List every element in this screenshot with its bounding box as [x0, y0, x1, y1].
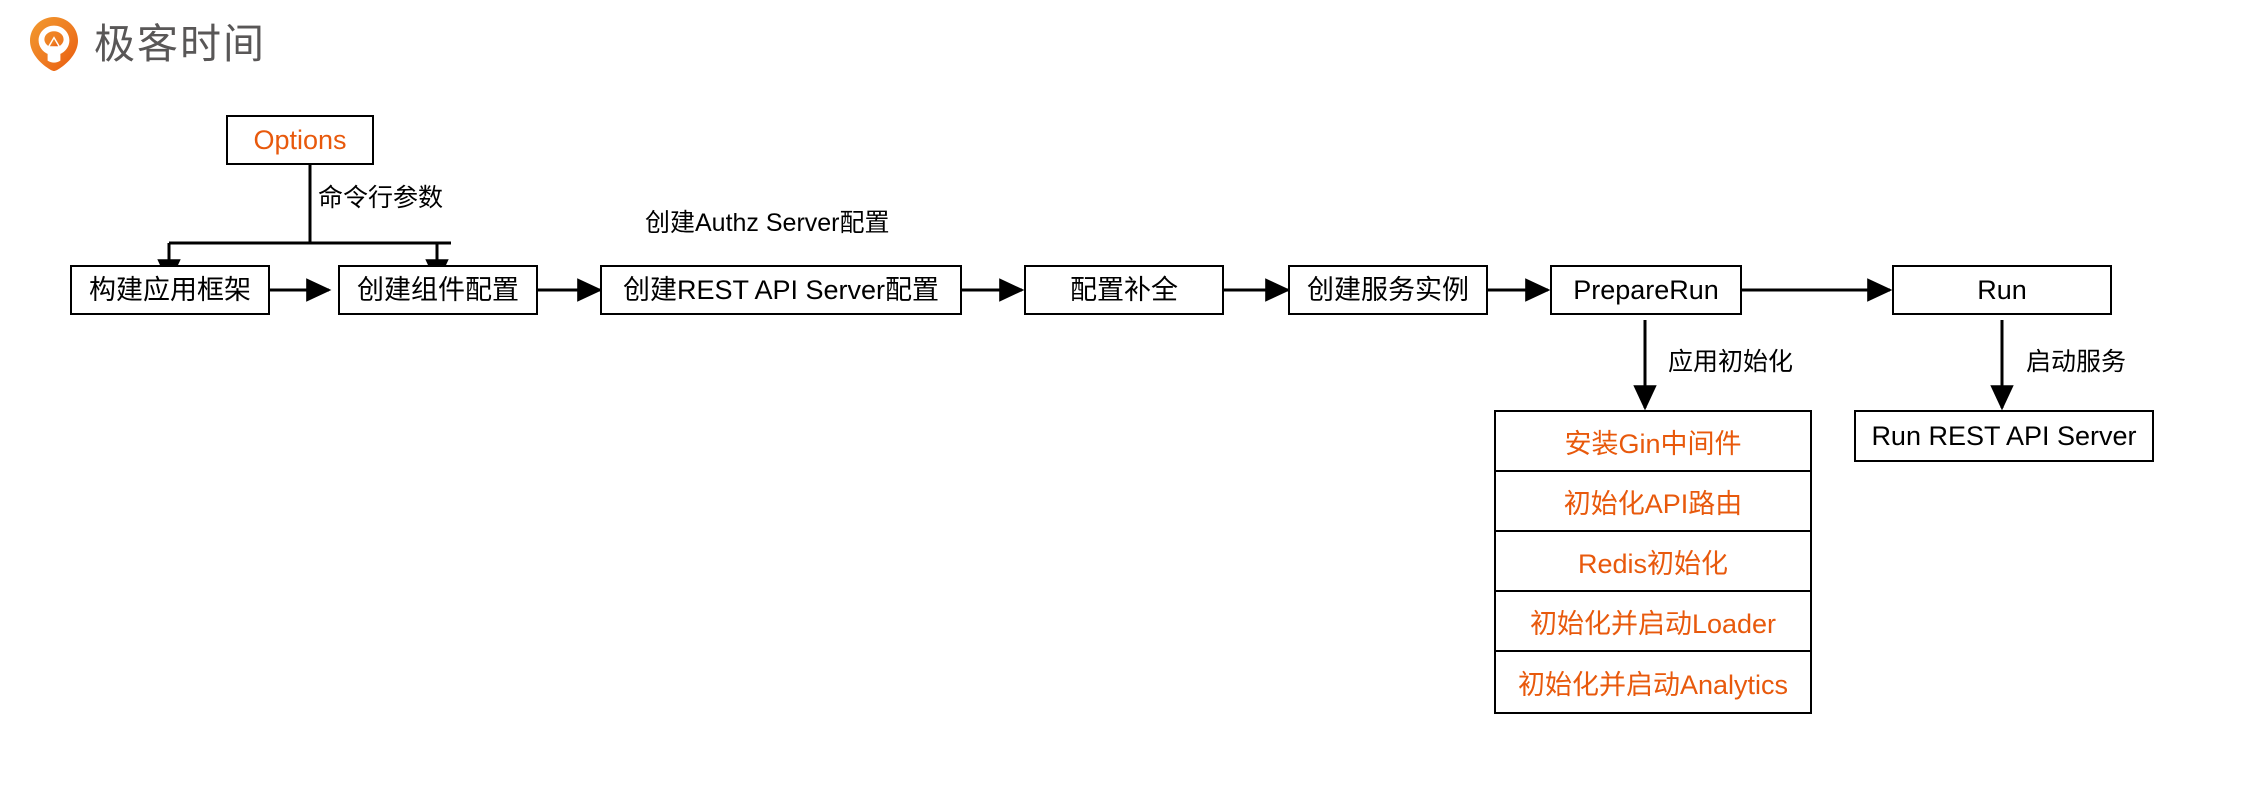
node-run[interactable]: Run: [1892, 265, 2112, 315]
init-stack-item-label: 安装Gin中间件: [1564, 428, 1742, 459]
edge-label-create-authz-server-config: 创建Authz Server配置: [645, 209, 890, 237]
init-stack-item[interactable]: 初始化API路由: [1496, 472, 1810, 532]
init-stack-item[interactable]: 初始化并启动Loader: [1496, 592, 1810, 652]
node-prepare-run[interactable]: PrepareRun: [1550, 265, 1742, 315]
node-options[interactable]: Options: [226, 115, 374, 165]
brand-name: 极客时间: [94, 20, 266, 67]
init-stack-item-label: 初始化并启动Analytics: [1517, 669, 1789, 700]
init-stack-item[interactable]: 安装Gin中间件: [1496, 412, 1810, 472]
init-stack-item-label: 初始化并启动Loader: [1529, 608, 1777, 639]
node-create-service-instance[interactable]: 创建服务实例: [1288, 265, 1488, 315]
init-stack: 安装Gin中间件 初始化API路由 Redis初始化 初始化并启动Loader …: [1494, 410, 1812, 714]
edge-label-cmdline-args: 命令行参数: [318, 184, 444, 212]
node-config-completion[interactable]: 配置补全: [1024, 265, 1224, 315]
geek-time-pin-logo-icon: [28, 16, 80, 72]
node-options-label: Options: [253, 124, 347, 155]
node-run-rest-api-server[interactable]: Run REST API Server: [1854, 410, 2154, 462]
node-run-rest-api-server-label: Run REST API Server: [1871, 420, 2137, 451]
node-create-rest-api-server-config[interactable]: 创建REST API Server配置: [600, 265, 962, 315]
node-create-service-instance-label: 创建服务实例: [1307, 274, 1469, 305]
node-run-label: Run: [1977, 274, 2027, 305]
init-stack-item-label: Redis初始化: [1577, 548, 1729, 579]
node-create-component-config-label: 创建组件配置: [357, 274, 519, 305]
edge-label-start-service: 启动服务: [2026, 348, 2127, 376]
node-create-rest-api-server-config-label: 创建REST API Server配置: [622, 274, 940, 305]
init-stack-item[interactable]: Redis初始化: [1496, 532, 1810, 592]
brand-header: 极客时间: [28, 16, 266, 72]
init-stack-item-label: 初始化API路由: [1563, 488, 1743, 519]
node-create-component-config[interactable]: 创建组件配置: [338, 265, 538, 315]
edge-label-app-initialization: 应用初始化: [1668, 348, 1794, 376]
node-config-completion-label: 配置补全: [1070, 274, 1178, 305]
node-build-app-framework[interactable]: 构建应用框架: [70, 265, 270, 315]
init-stack-item[interactable]: 初始化并启动Analytics: [1496, 652, 1810, 712]
node-build-app-framework-label: 构建应用框架: [89, 274, 251, 305]
node-prepare-run-label: PrepareRun: [1573, 274, 1719, 305]
